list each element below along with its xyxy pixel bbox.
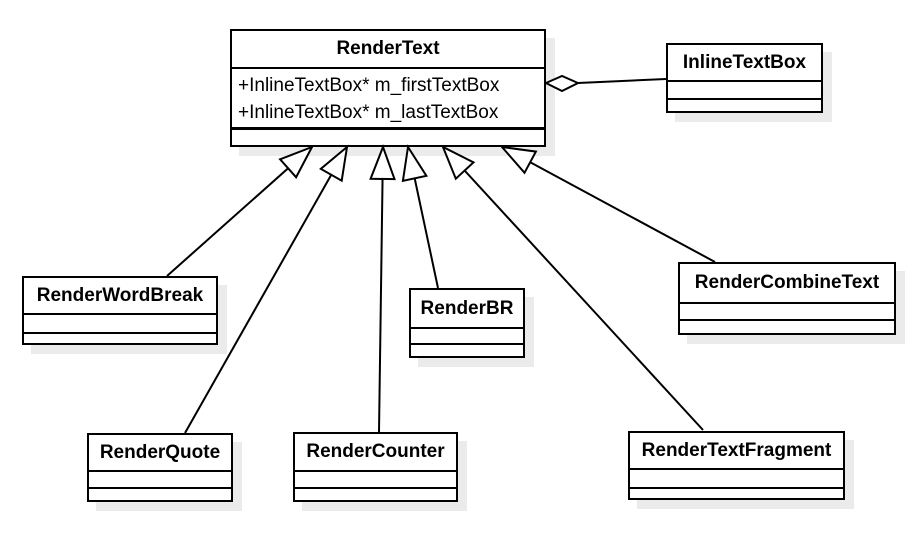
- class-attributes: +InlineTextBox* m_firstTextBox +InlineTe…: [232, 69, 544, 130]
- class-box-renderquote: RenderQuote: [87, 433, 233, 502]
- generalization-arrow-icon: [499, 145, 538, 175]
- class-attributes-empty: [24, 315, 216, 334]
- generalization-arrow-icon: [278, 145, 315, 179]
- class-name: RenderBR: [411, 290, 523, 329]
- class-operations-empty: [295, 489, 456, 500]
- class-name: InlineTextBox: [668, 45, 821, 82]
- class-attributes-empty: [680, 304, 894, 321]
- aggregation-edge-inlinetextbox: [577, 78, 667, 84]
- class-name: RenderTextFragment: [630, 433, 843, 470]
- generalization-edge-rendercounter: [378, 146, 384, 433]
- generalization-edge-renderbr: [407, 146, 439, 289]
- class-box-rendertextfragment: RenderTextFragment: [628, 431, 845, 500]
- generalization-edge-renderwordbreak: [166, 146, 313, 277]
- generalization-arrow-icon: [401, 144, 429, 183]
- class-name: RenderText: [232, 31, 544, 69]
- attribute-m-lasttextbox: +InlineTextBox* m_lastTextBox: [238, 102, 499, 123]
- class-name: RenderWordBreak: [24, 278, 216, 315]
- class-name: RenderQuote: [89, 435, 231, 472]
- class-attributes-empty: [89, 472, 231, 489]
- generalization-edge-rendercombinetext: [501, 146, 716, 263]
- attribute-m-firsttextbox: +InlineTextBox* m_firstTextBox: [238, 75, 500, 96]
- class-attributes-empty: [668, 82, 821, 100]
- class-operations-empty: [89, 489, 231, 500]
- class-operations-empty: [411, 345, 523, 356]
- class-operations-empty: [680, 321, 894, 333]
- class-box-rendertext: RenderText +InlineTextBox* m_firstTextBo…: [230, 29, 546, 147]
- class-box-renderwordbreak: RenderWordBreak: [22, 276, 218, 345]
- class-operations-empty: [668, 100, 821, 111]
- class-box-rendercombinetext: RenderCombineText: [678, 262, 896, 335]
- class-box-inlinetextbox: InlineTextBox: [666, 43, 823, 113]
- class-attributes-empty: [411, 329, 523, 345]
- generalization-arrow-icon: [369, 144, 396, 181]
- generalization-arrow-icon: [441, 144, 476, 181]
- class-name: RenderCounter: [295, 434, 456, 472]
- class-attributes-empty: [630, 470, 843, 489]
- class-operations-empty: [232, 130, 544, 145]
- class-operations-empty: [630, 489, 843, 498]
- class-box-rendercounter: RenderCounter: [293, 432, 458, 502]
- class-box-renderbr: RenderBR: [409, 288, 525, 358]
- class-operations-empty: [24, 334, 216, 343]
- class-name: RenderCombineText: [680, 264, 894, 304]
- generalization-arrow-icon: [319, 144, 349, 183]
- aggregation-diamond: [543, 74, 581, 93]
- class-attributes-empty: [295, 472, 456, 489]
